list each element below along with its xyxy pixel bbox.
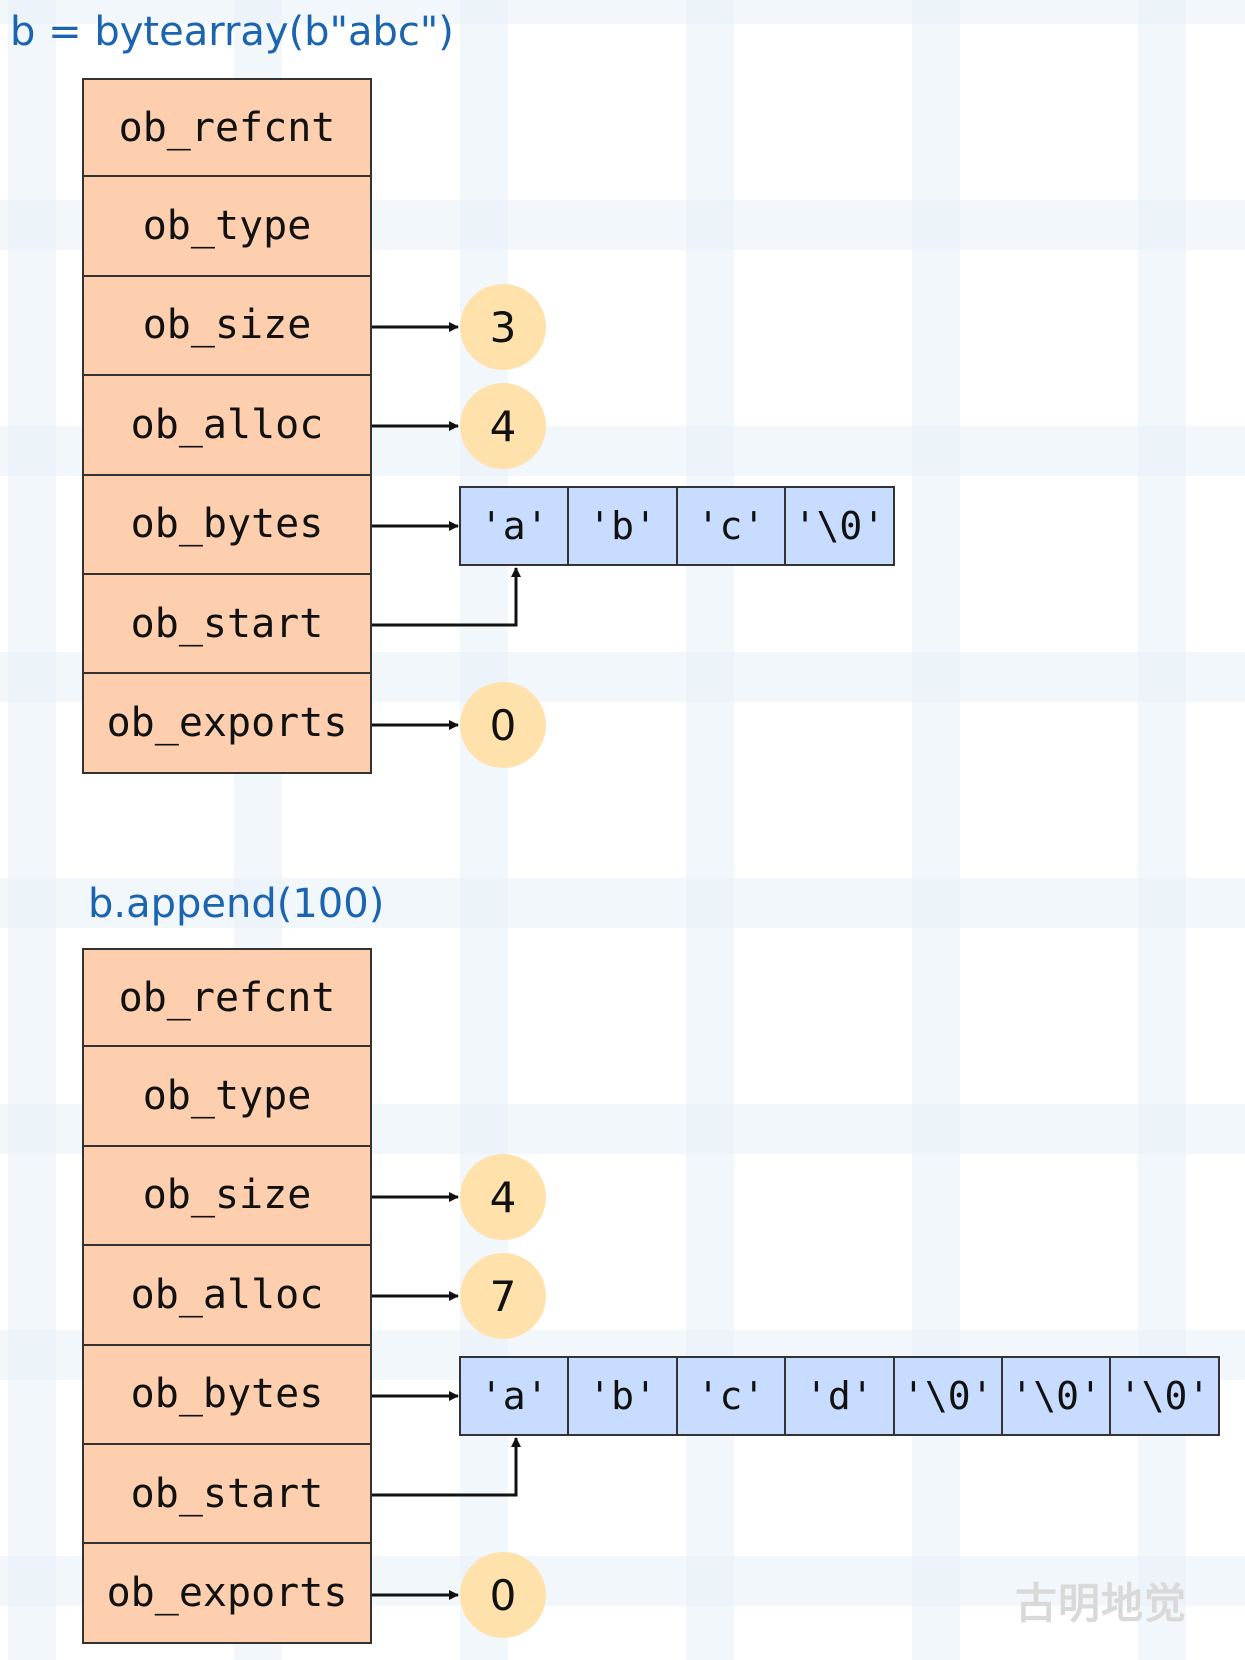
field-ob-bytes: ob_bytes [82,475,372,575]
pointer-arrows-after [372,1192,521,1600]
byte-cell: '\0' [1000,1356,1112,1436]
field-ob-refcnt: ob_refcnt [82,948,372,1048]
field-ob-start: ob_start [82,1444,372,1545]
field-ob-exports: ob_exports [82,1544,372,1644]
byte-buffer-before: 'a' 'b' 'c' '\0' [459,486,895,566]
arrow-ob-start [372,567,521,627]
byte-cell: 'a' [459,486,570,566]
value-ob-exports: 0 [460,1552,546,1638]
arrow-ob-start [372,1437,521,1497]
pointer-arrows-before [372,322,521,730]
byte-cell: 'c' [675,486,787,566]
field-ob-start: ob_start [82,574,372,675]
field-ob-alloc: ob_alloc [82,1246,372,1346]
field-ob-alloc: ob_alloc [82,376,372,476]
bytearray-object-before: ob_refcnt ob_type ob_size ob_alloc ob_by… [82,78,372,774]
watermark-text: 古明地觉 [1015,1579,1188,1628]
code-line-before: b = bytearray(b"abc") [10,9,454,55]
byte-cell: 'd' [784,1356,895,1436]
value-ob-exports: 0 [460,682,546,768]
section-after: b.append(100) ob_refcnt ob_type ob_size … [0,870,1245,1650]
value-ob-alloc: 7 [460,1253,546,1339]
field-ob-exports: ob_exports [82,674,372,774]
byte-cell: 'b' [567,486,678,566]
field-ob-size: ob_size [82,276,372,377]
byte-cell: '\0' [784,486,895,566]
section-before: b = bytearray(b"abc") ob_refcnt ob_type … [0,0,1245,780]
field-ob-size: ob_size [82,1146,372,1247]
field-ob-type: ob_type [82,1047,372,1147]
byte-buffer-after: 'a' 'b' 'c' 'd' '\0' '\0' '\0' [459,1356,1220,1436]
field-ob-type: ob_type [82,177,372,277]
byte-cell: '\0' [1109,1356,1220,1436]
bytearray-object-after: ob_refcnt ob_type ob_size ob_alloc ob_by… [82,948,372,1644]
value-ob-size: 4 [460,1154,546,1240]
byte-cell: 'c' [675,1356,787,1436]
field-ob-bytes: ob_bytes [82,1345,372,1445]
code-line-after: b.append(100) [88,881,385,927]
value-ob-alloc: 4 [460,383,546,469]
field-ob-refcnt: ob_refcnt [82,78,372,178]
value-ob-size: 3 [460,284,546,370]
byte-cell: '\0' [892,1356,1003,1436]
byte-cell: 'b' [567,1356,678,1436]
byte-cell: 'a' [459,1356,570,1436]
